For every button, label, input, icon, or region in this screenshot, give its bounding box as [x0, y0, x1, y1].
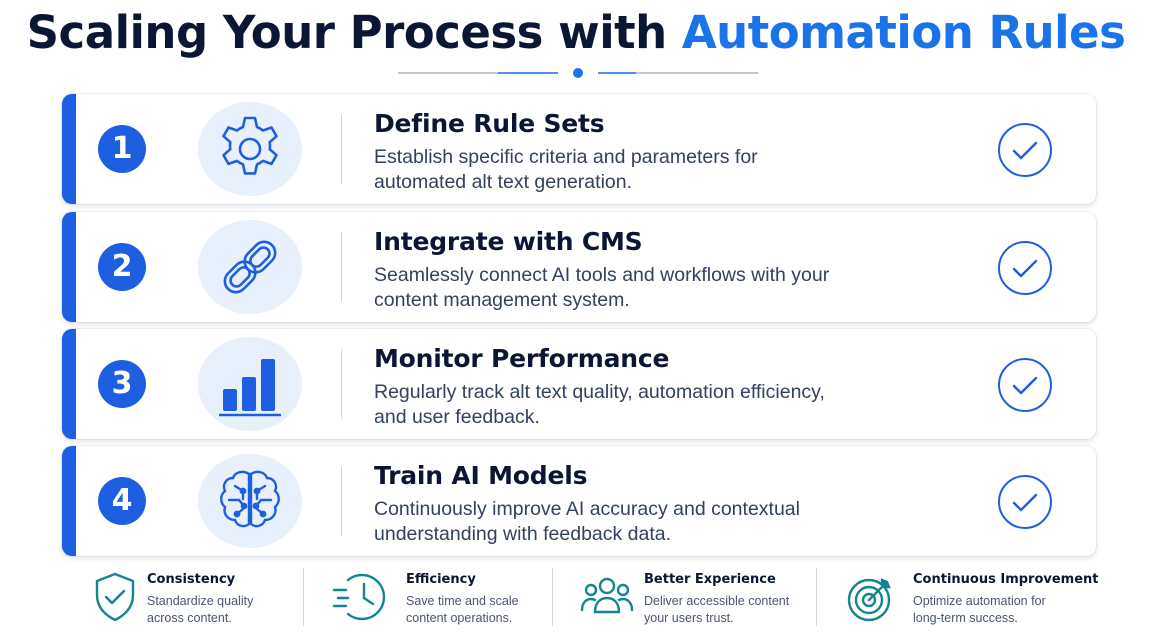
title-accent: Automation Rules	[681, 6, 1126, 59]
check-circle-icon	[998, 123, 1052, 177]
step-accent-bar	[62, 329, 76, 439]
card-divider	[341, 114, 342, 184]
feature-better-experience: Better Experience Deliver accessible con…	[578, 566, 808, 638]
gear-icon	[222, 116, 278, 175]
step-number-badge: 1	[98, 125, 146, 173]
feature-divider	[816, 568, 817, 626]
target-icon	[847, 578, 891, 622]
step-icon-circle	[198, 337, 302, 431]
step-description: Regularly track alt text quality, automa…	[374, 381, 825, 428]
step-title: Integrate with CMS	[374, 227, 643, 256]
title-divider	[398, 68, 758, 78]
step-number-badge: 2	[98, 243, 146, 291]
card-divider	[341, 349, 342, 419]
feature-description: Standardize quality across content.	[147, 594, 254, 625]
feature-strip: Consistency Standardize quality across c…	[0, 566, 1152, 638]
card-divider	[341, 232, 342, 302]
step-title: Train AI Models	[374, 461, 588, 490]
step-card-4: 4 Train AI Models Continuously improve A…	[62, 446, 1096, 556]
feature-consistency: Consistency Standardize quality across c…	[90, 566, 290, 638]
feature-efficiency: Efficiency Save time and scale content o…	[330, 566, 540, 638]
step-card-2: 2 Integrate with CMS Seamlessly connect …	[62, 212, 1096, 322]
feature-description: Deliver accessible content your users tr…	[644, 594, 790, 625]
step-title: Define Rule Sets	[374, 109, 605, 138]
step-accent-bar	[62, 94, 76, 204]
step-card-1: 1 Define Rule Sets Establish specific cr…	[62, 94, 1096, 204]
feature-divider	[552, 568, 553, 626]
link-icon	[223, 240, 277, 294]
check-circle-icon	[998, 358, 1052, 412]
step-card-3: 3 Monitor Performance Regularly track al…	[62, 329, 1096, 439]
feature-title: Continuous Improvement	[913, 572, 1099, 587]
feature-title: Consistency	[147, 572, 236, 587]
step-icon-circle	[198, 454, 302, 548]
feature-title: Better Experience	[644, 572, 776, 587]
feature-description: Save time and scale content operations.	[406, 594, 519, 625]
page-title: Scaling Your Process with Automation Rul…	[0, 6, 1152, 59]
title-main: Scaling Your Process with	[26, 6, 682, 59]
card-divider	[341, 466, 342, 536]
fast-clock-icon	[332, 573, 386, 621]
step-accent-bar	[62, 212, 76, 322]
step-number-badge: 4	[98, 477, 146, 525]
users-icon	[580, 577, 634, 614]
shield-check-icon	[95, 572, 135, 622]
step-icon-circle	[198, 220, 302, 314]
step-accent-bar	[62, 446, 76, 556]
feature-continuous-improvement: Continuous Improvement Optimize automati…	[844, 566, 1099, 638]
check-circle-icon	[998, 475, 1052, 529]
step-description: Establish specific criteria and paramete…	[374, 146, 758, 193]
step-description: Seamlessly connect AI tools and workflow…	[374, 264, 830, 311]
step-number-badge: 3	[98, 360, 146, 408]
brain-icon	[220, 470, 280, 528]
feature-divider	[303, 568, 304, 626]
step-description: Continuously improve AI accuracy and con…	[374, 498, 800, 545]
feature-title: Efficiency	[406, 572, 476, 587]
step-icon-circle	[198, 102, 302, 196]
step-title: Monitor Performance	[374, 344, 670, 373]
check-circle-icon	[998, 241, 1052, 295]
feature-description: Optimize automation for long-term succes…	[913, 594, 1046, 625]
bar-chart-icon	[219, 359, 281, 417]
